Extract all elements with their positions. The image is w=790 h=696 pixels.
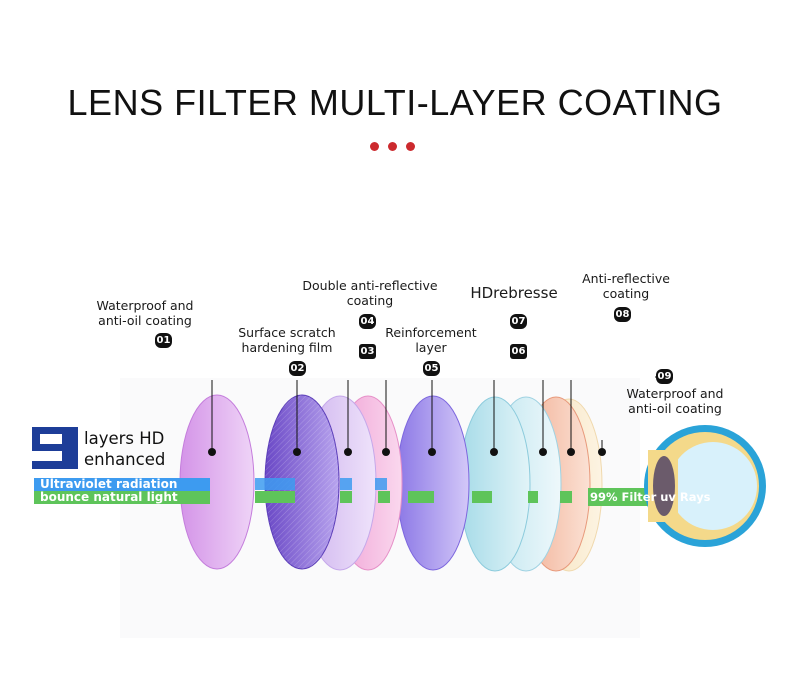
layer-08-badge: 08: [614, 307, 631, 322]
light-band-segment: [378, 491, 390, 503]
light-band-segment: [560, 491, 572, 503]
layer-04-badge: 04: [359, 314, 376, 329]
eye-pupil: [653, 456, 675, 516]
layer-02-badge: 02: [289, 361, 306, 376]
eye-inner: [669, 442, 757, 530]
layer-01-badge: 01: [155, 333, 172, 348]
decorative-dots: [370, 142, 420, 154]
layer-06-badge: 06: [510, 344, 527, 359]
nine-logo-icon: [32, 427, 78, 469]
leader-lines: [211, 376, 668, 452]
uv-band-segment: [340, 478, 352, 490]
layers-hd-label: layers HD enhanced: [84, 428, 165, 470]
layer-07-badge: 07: [510, 314, 527, 329]
lens-layer-06: [459, 396, 531, 572]
light-band-segment: [255, 491, 295, 503]
uv-radiation-band: Ultraviolet radiation: [34, 478, 210, 491]
light-band-segment: [528, 491, 538, 503]
dot: [406, 142, 415, 151]
layer-09-badge: 09: [656, 369, 673, 384]
light-band-segment: [340, 491, 352, 503]
light-band-segment: [472, 491, 492, 503]
dot: [370, 142, 379, 151]
leader-dots: [208, 448, 606, 456]
layers-hd-line1: layers HD: [84, 429, 165, 448]
lens-layer-05: [396, 395, 470, 571]
layers-hd-line2: enhanced: [84, 450, 166, 469]
dot: [388, 142, 397, 151]
layer-03-badge: 03: [359, 344, 376, 359]
filter-uv-label: 99% Filter uv Rays: [590, 490, 711, 504]
layer-05-badge: 05: [423, 361, 440, 376]
lens-hatch: [265, 395, 339, 569]
natural-light-band: bounce natural light: [34, 491, 210, 504]
layer-07-label: HDrebresse: [470, 284, 558, 302]
uv-band-segment: [375, 478, 387, 490]
page-title: LENS FILTER MULTI-LAYER COATING: [67, 82, 723, 123]
uv-band-segment: [255, 478, 295, 490]
light-band-segment: [408, 491, 434, 503]
